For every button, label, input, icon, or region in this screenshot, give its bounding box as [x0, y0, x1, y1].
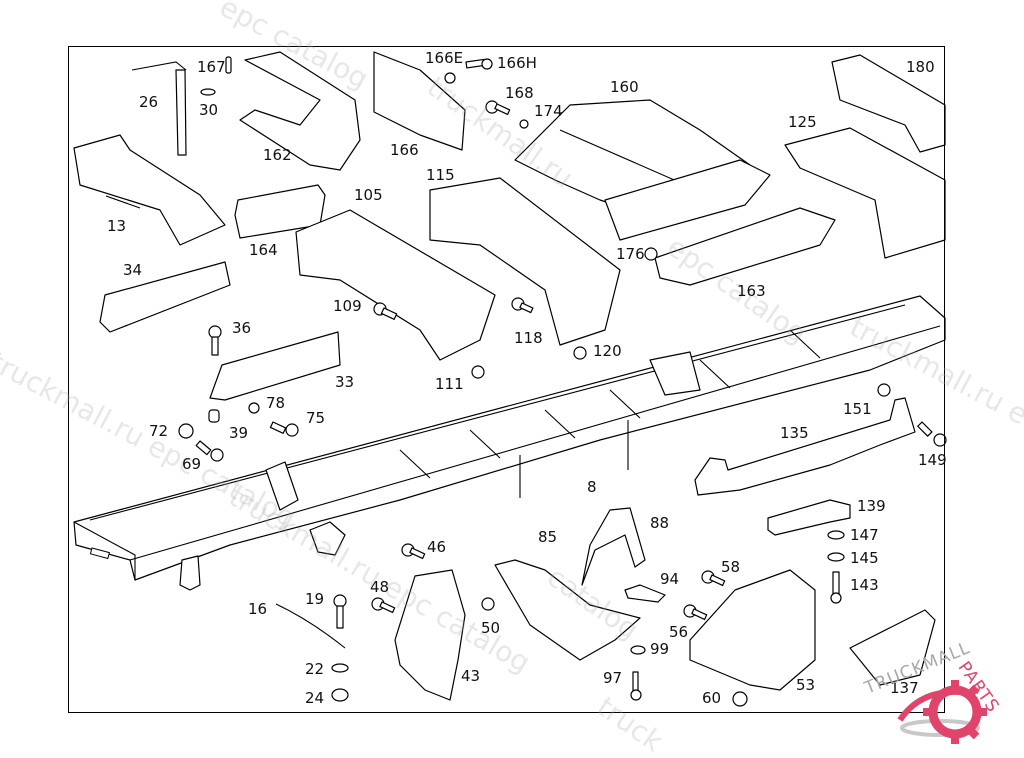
callout-48[interactable]: 48 [370, 578, 390, 596]
callout-180[interactable]: 180 [906, 58, 935, 76]
part-115 [429, 177, 621, 346]
callout-166[interactable]: 166 [390, 141, 419, 159]
callout-137[interactable]: 137 [890, 679, 919, 697]
callout-78[interactable]: 78 [266, 394, 286, 412]
callout-149[interactable]: 149 [918, 451, 947, 469]
callout-88[interactable]: 88 [650, 514, 670, 532]
callout-30[interactable]: 30 [199, 101, 219, 119]
callout-72[interactable]: 72 [149, 422, 169, 440]
fasteners [178, 297, 947, 707]
callout-147[interactable]: 147 [850, 526, 879, 544]
callout-13[interactable]: 13 [107, 217, 127, 235]
gear-logo-icon [897, 680, 987, 744]
part-180 [831, 54, 946, 153]
callout-162[interactable]: 162 [263, 146, 292, 164]
callout-24[interactable]: 24 [305, 689, 325, 707]
diagram-frame [68, 46, 945, 713]
callout-85[interactable]: 85 [538, 528, 558, 546]
callout-39[interactable]: 39 [229, 424, 249, 442]
callout-120[interactable]: 120 [593, 342, 622, 360]
callout-26[interactable]: 26 [139, 93, 159, 111]
callout-176[interactable]: 176 [616, 245, 645, 263]
part-162 [239, 51, 361, 171]
callout-118[interactable]: 118 [514, 329, 543, 347]
part-135 [694, 397, 916, 496]
part-105 [295, 209, 496, 361]
part-163 [654, 207, 836, 286]
callout-139[interactable]: 139 [857, 497, 886, 515]
callout-160[interactable]: 160 [610, 78, 639, 96]
callout-94[interactable]: 94 [660, 570, 680, 588]
callout-75[interactable]: 75 [306, 409, 326, 427]
callout-167[interactable]: 167 [197, 58, 226, 76]
callout-166E[interactable]: 166E [425, 49, 464, 67]
callout-60[interactable]: 60 [702, 689, 722, 707]
part-139 [767, 499, 851, 536]
part-85 [494, 559, 641, 661]
part-88 [581, 507, 646, 586]
chassis-frame-part [73, 295, 946, 591]
part-33 [209, 331, 341, 401]
callout-36[interactable]: 36 [232, 319, 252, 337]
part-26 [175, 69, 187, 156]
callout-174[interactable]: 174 [534, 102, 563, 120]
callout-164[interactable]: 164 [249, 241, 278, 259]
callout-50[interactable]: 50 [481, 619, 501, 637]
callout-125[interactable]: 125 [788, 113, 817, 131]
callout-46[interactable]: 46 [427, 538, 447, 556]
callout-53[interactable]: 53 [796, 676, 816, 694]
part-34 [99, 261, 231, 333]
callout-151[interactable]: 151 [843, 400, 872, 418]
callout-8[interactable]: 8 [587, 478, 597, 496]
callout-69[interactable]: 69 [182, 455, 202, 473]
callout-16[interactable]: 16 [248, 600, 268, 618]
callout-109[interactable]: 109 [333, 297, 362, 315]
callout-22[interactable]: 22 [305, 660, 325, 678]
part-43 [394, 569, 466, 701]
callout-168[interactable]: 168 [505, 84, 534, 102]
callout-33[interactable]: 33 [335, 373, 355, 391]
part-53 [689, 569, 816, 691]
callout-145[interactable]: 145 [850, 549, 879, 567]
callout-43[interactable]: 43 [461, 667, 481, 685]
callout-166H[interactable]: 166H [497, 54, 537, 72]
callout-58[interactable]: 58 [721, 558, 741, 576]
part-125 [784, 127, 946, 259]
part-137 [849, 609, 936, 686]
callout-56[interactable]: 56 [669, 623, 689, 641]
callout-105[interactable]: 105 [354, 186, 383, 204]
callout-163[interactable]: 163 [737, 282, 766, 300]
part-94 [624, 584, 666, 603]
part-166 [373, 51, 466, 151]
callout-143[interactable]: 143 [850, 576, 879, 594]
callout-135[interactable]: 135 [780, 424, 809, 442]
part-13 [73, 134, 226, 246]
callout-19[interactable]: 19 [305, 590, 325, 608]
callout-99[interactable]: 99 [650, 640, 670, 658]
callout-97[interactable]: 97 [603, 669, 623, 687]
callout-34[interactable]: 34 [123, 261, 143, 279]
brand-logo: TRUCKMALL PARTS [860, 638, 1024, 750]
callout-111[interactable]: 111 [435, 375, 464, 393]
callout-115[interactable]: 115 [426, 166, 455, 184]
